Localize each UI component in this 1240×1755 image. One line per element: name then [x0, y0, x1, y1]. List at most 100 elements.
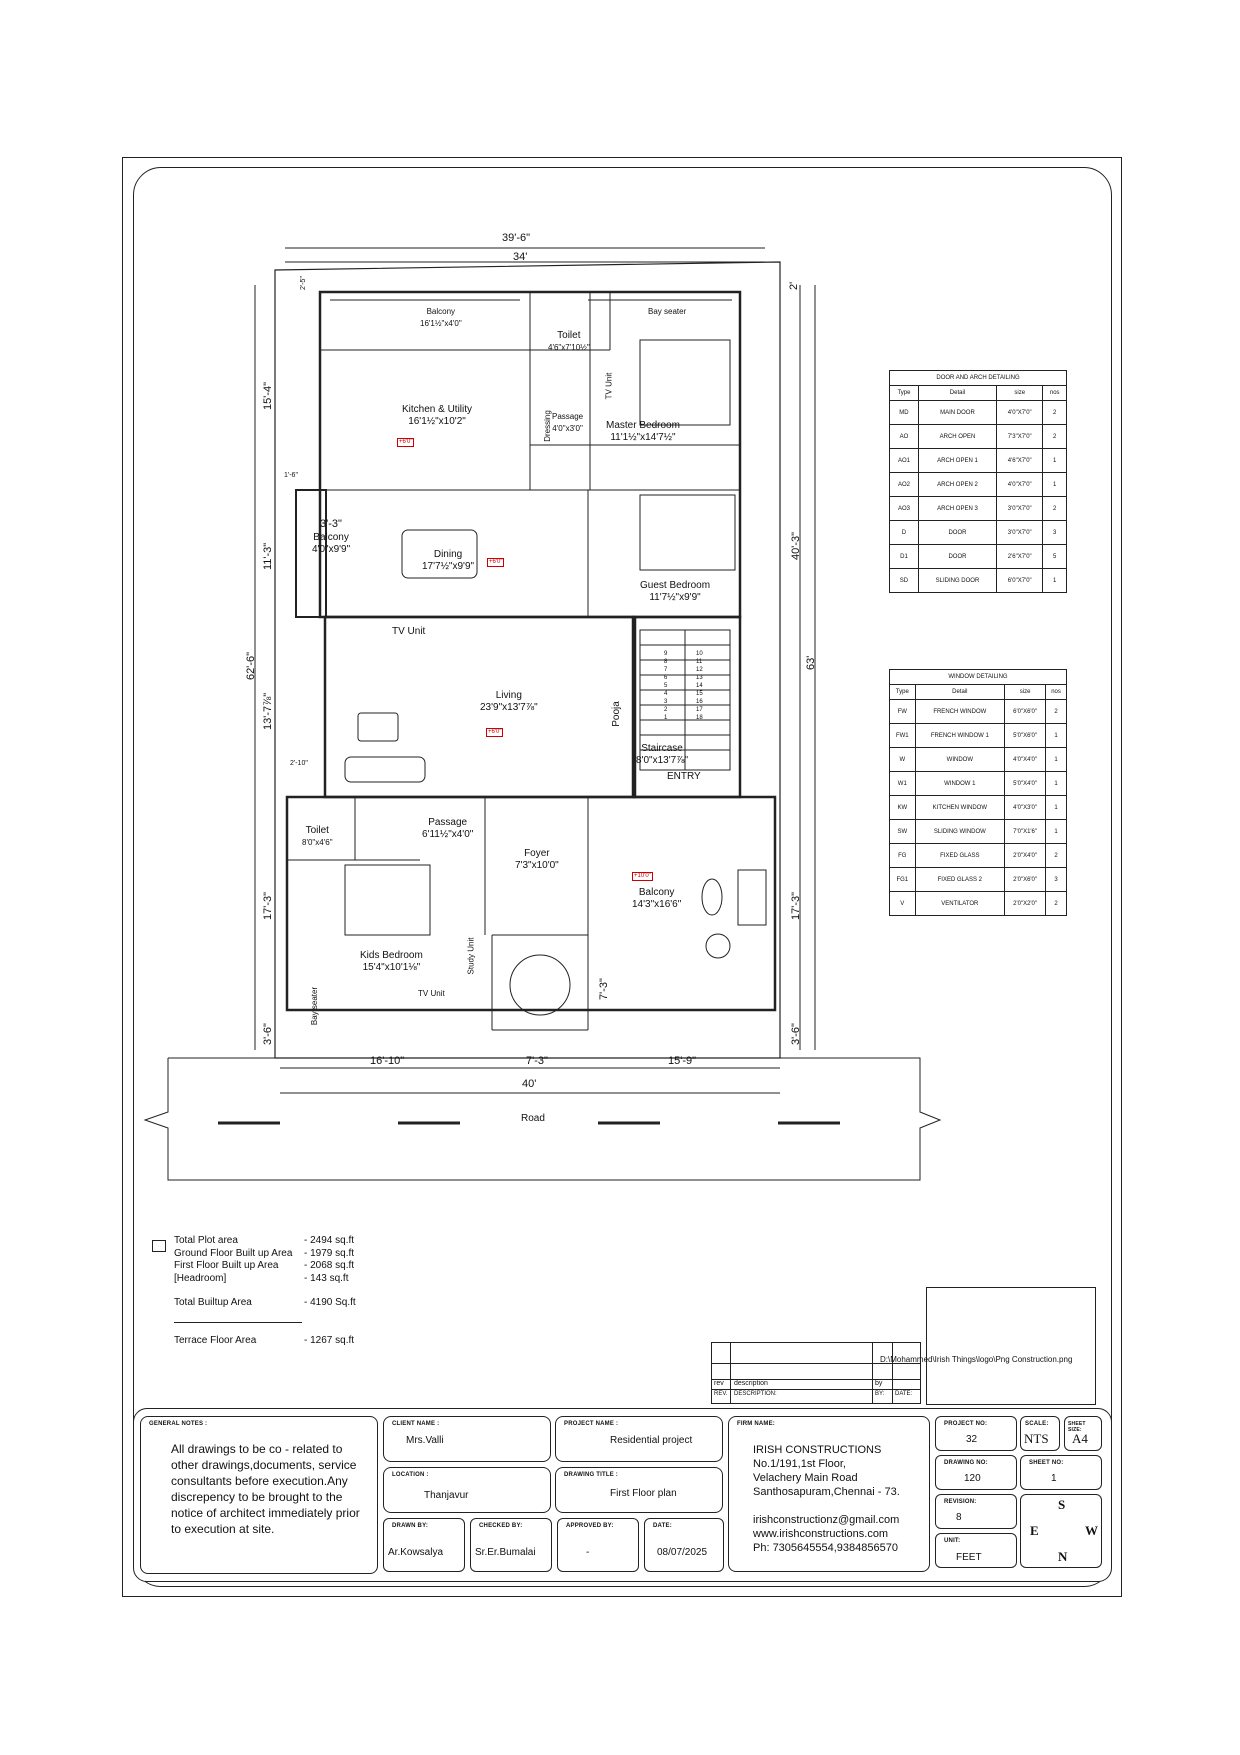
- stair-number: 14: [696, 683, 703, 689]
- drawing-no-panel: DRAWING NO: 120: [935, 1455, 1017, 1490]
- drawn-by-panel: DRAWN BY: Ar.Kowsalya: [383, 1518, 465, 1572]
- checked-by-label: CHECKED BY:: [479, 1523, 523, 1529]
- location-value: Thanjavur: [424, 1490, 469, 1501]
- lower-building-wall: [285, 795, 777, 1012]
- stair-number: 17: [696, 707, 703, 713]
- tv-unit-kids-label: TV Unit: [418, 989, 445, 998]
- area-row: Total Plot area- 2494 sq.ft: [174, 1235, 355, 1246]
- compass-panel: S N E W: [1020, 1494, 1102, 1568]
- date-label: DATE:: [653, 1523, 672, 1529]
- stair-number: 1: [664, 715, 668, 721]
- checked-by-panel: CHECKED BY: Sr.Er.Bumalai: [470, 1518, 552, 1572]
- stair-number: 4: [664, 691, 668, 697]
- stair-number: 15: [696, 691, 703, 697]
- project-no-value: 32: [966, 1434, 978, 1445]
- revision-panel: REVISION: 8: [935, 1494, 1017, 1529]
- logo-box: [926, 1287, 1096, 1405]
- date-value: 08/07/2025: [657, 1547, 708, 1558]
- stair-number: 18: [696, 715, 703, 721]
- project-no-panel: PROJECT NO: 32: [935, 1416, 1017, 1451]
- dim-top-inner: 34': [513, 251, 528, 263]
- rev-col: rev: [714, 1380, 724, 1387]
- description-header: DESCRIPTION:: [734, 1391, 777, 1397]
- column-header: size: [1004, 684, 1047, 700]
- dim-bottom-1: 16'-10": [370, 1055, 405, 1067]
- area-summary: Total Plot area- 2494 sq.ft Ground Floor…: [174, 1235, 356, 1347]
- sheet-size-label: SHEET SIZE:: [1068, 1421, 1086, 1433]
- logo-path: D:\Mohammed\Irish Things\logo\Png Constr…: [880, 1355, 1073, 1364]
- sheet-border-inner: [133, 167, 1112, 1587]
- location-label: LOCATION :: [392, 1472, 429, 1478]
- firm-panel: FIRM NAME: IRISH CONSTRUCTIONS No.1/191,…: [728, 1416, 930, 1572]
- level-tag: +6'0": [397, 438, 415, 447]
- by-header: BY:: [875, 1391, 885, 1397]
- revision-table: rev description by REV. DESCRIPTION: BY:…: [711, 1342, 921, 1404]
- dim-top-overall: 39'-6": [502, 232, 531, 244]
- dim-left-mid: 11'-3": [262, 542, 274, 570]
- drawing-title-value: First Floor plan: [610, 1488, 677, 1499]
- dim-left-bottom: 3'-6": [262, 1023, 274, 1045]
- dim-right-overall: 63': [805, 655, 817, 670]
- sheet-size-panel: SHEET SIZE: A4: [1064, 1416, 1102, 1451]
- dim-bottom-overall: 40': [522, 1078, 537, 1090]
- approved-by-value: -: [586, 1547, 590, 1558]
- project-name-panel: PROJECT NAME : Residential project: [555, 1416, 723, 1462]
- compass-north: N: [1058, 1549, 1068, 1564]
- project-name-value: Residential project: [610, 1435, 693, 1446]
- unit-label: UNIT:: [944, 1538, 961, 1544]
- column-header: Type: [889, 385, 919, 401]
- stair-number: 16: [696, 699, 703, 705]
- window-schedule-title: WINDOW DETAILING: [889, 669, 1067, 685]
- firm-website: www.irishconstructions.com: [753, 1528, 889, 1540]
- firm-contact: irishconstructionz@gmail.com www.irishco…: [753, 1513, 899, 1555]
- firm-address-line: No.1/191,1st Floor,: [753, 1458, 846, 1470]
- dim-bottom-2: 7'-3": [526, 1055, 548, 1067]
- location-panel: LOCATION : Thanjavur: [383, 1467, 551, 1513]
- column-header: Type: [889, 684, 916, 700]
- compass-west: W: [1085, 1523, 1098, 1538]
- pooja-label: Pooja: [610, 701, 622, 727]
- dim-right-bottom: 3'-6": [790, 1023, 802, 1045]
- general-notes-panel: GENERAL NOTES : All drawings to be co - …: [140, 1416, 378, 1574]
- firm-address-line: Santhosapuram,Chennai - 73.: [753, 1486, 900, 1498]
- project-no-label: PROJECT NO:: [944, 1421, 988, 1427]
- firm-name-label: FIRM NAME:: [737, 1421, 775, 1427]
- dim-foyer-depth: 7'-3": [598, 978, 610, 1000]
- description-col: description: [734, 1380, 768, 1387]
- drawing-title-label: DRAWING TITLE :: [564, 1472, 618, 1478]
- area-legend-checkbox-icon: [152, 1240, 166, 1252]
- column-header: Detail: [917, 385, 998, 401]
- column-header: Detail: [914, 684, 1006, 700]
- stair-number: 13: [696, 675, 703, 681]
- dim-left-living: 13'-7⅞": [262, 692, 274, 730]
- sheet-size-value: A4: [1072, 1431, 1088, 1446]
- area-row: [Headroom]- 143 sq.ft: [174, 1272, 349, 1284]
- compass-south: S: [1058, 1497, 1066, 1512]
- dim-bottom-3: 15'-9": [668, 1055, 697, 1067]
- dim-left-overall: 62'-6": [245, 651, 257, 680]
- stair-number: 7: [664, 667, 668, 673]
- drawing-title-panel: DRAWING TITLE : First Floor plan: [555, 1467, 723, 1513]
- stair-number: 11: [696, 659, 703, 665]
- bay-seater-kids-label: Bay seater: [310, 986, 320, 1026]
- revision-value: 8: [956, 1512, 962, 1523]
- entry-label: ENTRY: [667, 771, 701, 782]
- approved-by-label: APPROVED BY:: [566, 1523, 614, 1529]
